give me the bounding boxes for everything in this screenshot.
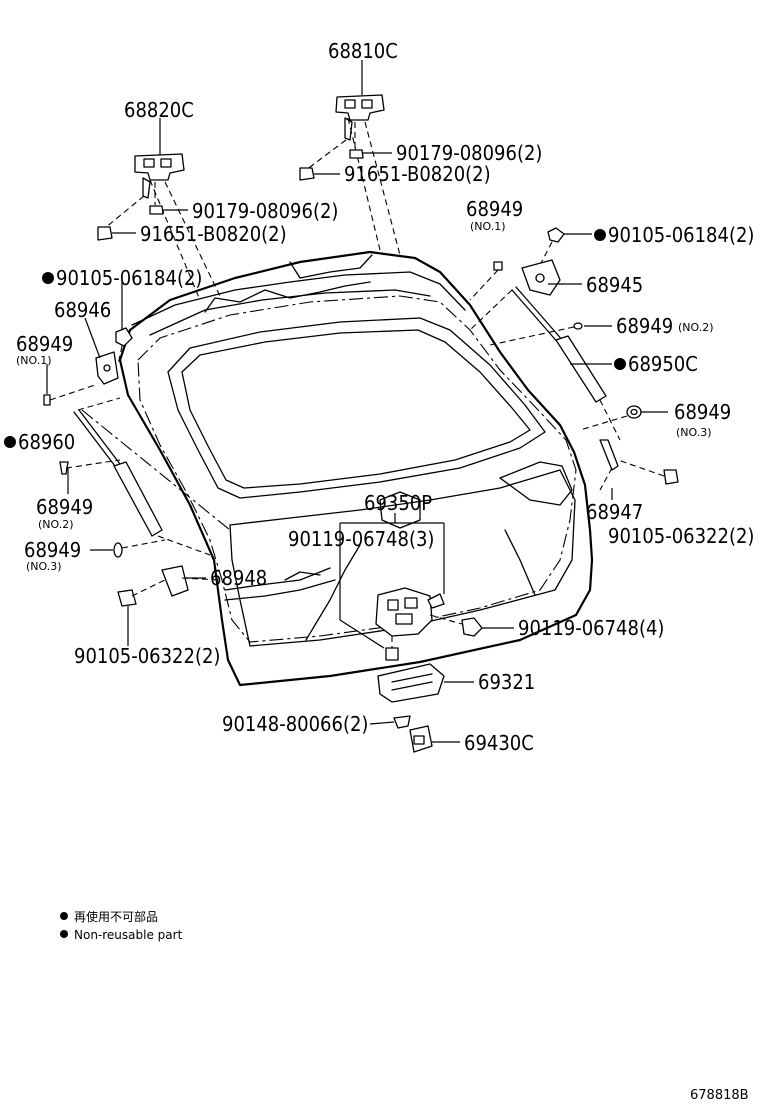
stay-68960 (73, 397, 231, 556)
part-labels: 68810C 68820C 90179-08096(2) 91651-B0820… (4, 39, 754, 755)
bolt-90105-06322-left (117, 579, 166, 607)
bumper-68949-no1-top (469, 261, 503, 301)
label-91651-left: 91651-B0820(2) (140, 222, 287, 246)
label-68948: 68948 (210, 566, 267, 590)
non-reusable-mark-90105-right (594, 229, 606, 241)
label-90119-06748-4: 90119-06748(4) (518, 616, 664, 640)
bracket-68946 (95, 351, 119, 385)
label-68810C: 68810C (328, 39, 398, 63)
leader-lines (46, 60, 668, 743)
label-69321: 69321 (478, 670, 535, 694)
hinge-nut-top (349, 149, 364, 159)
grommet-68949-no3-right (579, 405, 642, 431)
legend: 再使用不可部品 Non-reusable part (60, 909, 183, 942)
label-68949-no2-right: 68949 (616, 314, 673, 338)
bumper-68949-no2-left (59, 459, 121, 475)
hinge-bolt-left (97, 226, 113, 241)
bolt-90119-right (461, 617, 483, 637)
label-90105-06322-right: 90105-06322(2) (608, 524, 754, 548)
label-68949-no3-right-sub: (NO.3) (676, 426, 712, 439)
label-90179-top: 90179-08096(2) (396, 141, 542, 165)
bumper-68949-no2-right (489, 322, 583, 346)
screw-90148 (393, 715, 411, 729)
label-90105-06184-right: 90105-06184(2) (608, 223, 754, 247)
lock-bolt-lower (385, 647, 399, 661)
non-reusable-mark-90105-left (42, 272, 54, 284)
label-69350P: 69350P (364, 491, 432, 515)
back-door-panel (118, 250, 594, 687)
label-68949-no3-left-sub: (NO.3) (26, 560, 62, 573)
legend-text-english: Non-reusable part (74, 928, 183, 942)
label-68949-no1-left: 68949 (16, 332, 73, 356)
label-90105-06184-left: 90105-06184(2) (56, 266, 202, 290)
label-68949-no3-right: 68949 (674, 400, 731, 424)
bolt-90105-left (115, 327, 133, 366)
label-68950C: 68950C (628, 352, 698, 376)
label-68820C: 68820C (124, 98, 194, 122)
label-68946: 68946 (54, 298, 111, 322)
label-68949-no2-left-sub: (NO.2) (38, 518, 74, 531)
non-reusable-mark-68950C (614, 358, 626, 370)
hinge-bolt-top (299, 167, 315, 181)
label-90148-80066: 90148-80066(2) (222, 712, 368, 736)
bolt-90105-right (539, 227, 565, 266)
bracket-68945 (521, 259, 561, 296)
grommet-68949-no3-left (113, 539, 166, 558)
protector-69321 (377, 663, 445, 703)
label-69430C: 69430C (464, 731, 534, 755)
legend-text-japanese: 再使用不可部品 (74, 909, 158, 924)
stud-68947 (599, 439, 619, 491)
non-reusable-mark-68960 (4, 436, 16, 448)
stay-68950C (469, 286, 621, 441)
label-68945: 68945 (586, 273, 643, 297)
stud-68948 (161, 565, 221, 597)
bolt-90105-06322-right (617, 459, 679, 485)
striker-69430C (409, 725, 433, 753)
label-91651-top: 91651-B0820(2) (344, 162, 491, 186)
legend-bullet-1 (60, 912, 68, 920)
hinge-68810C (305, 94, 401, 256)
hinge-68820C (104, 153, 221, 301)
drawing-code: 678818B (690, 1088, 749, 1103)
label-68949-no3-left: 68949 (24, 538, 81, 562)
legend-bullet-2 (60, 930, 68, 938)
lock-assembly-69350P (375, 587, 463, 652)
label-90105-06322-left: 90105-06322(2) (74, 644, 220, 668)
label-68949-no2-right-sub: (NO.2) (678, 321, 714, 334)
label-68947: 68947 (586, 500, 643, 524)
label-68960: 68960 (18, 430, 75, 454)
hinge-nut-left (149, 205, 164, 215)
label-68949-no1-left-sub: (NO.1) (16, 354, 52, 367)
label-68949-no2-left: 68949 (36, 495, 93, 519)
label-68949-no1-top-sub: (NO.1) (470, 220, 506, 233)
label-90119-06748-3: 90119-06748(3) (288, 527, 434, 551)
label-68949-no1-top: 68949 (466, 197, 523, 221)
bumper-68949-no1-left (43, 384, 96, 406)
label-90179-left: 90179-08096(2) (192, 199, 338, 223)
